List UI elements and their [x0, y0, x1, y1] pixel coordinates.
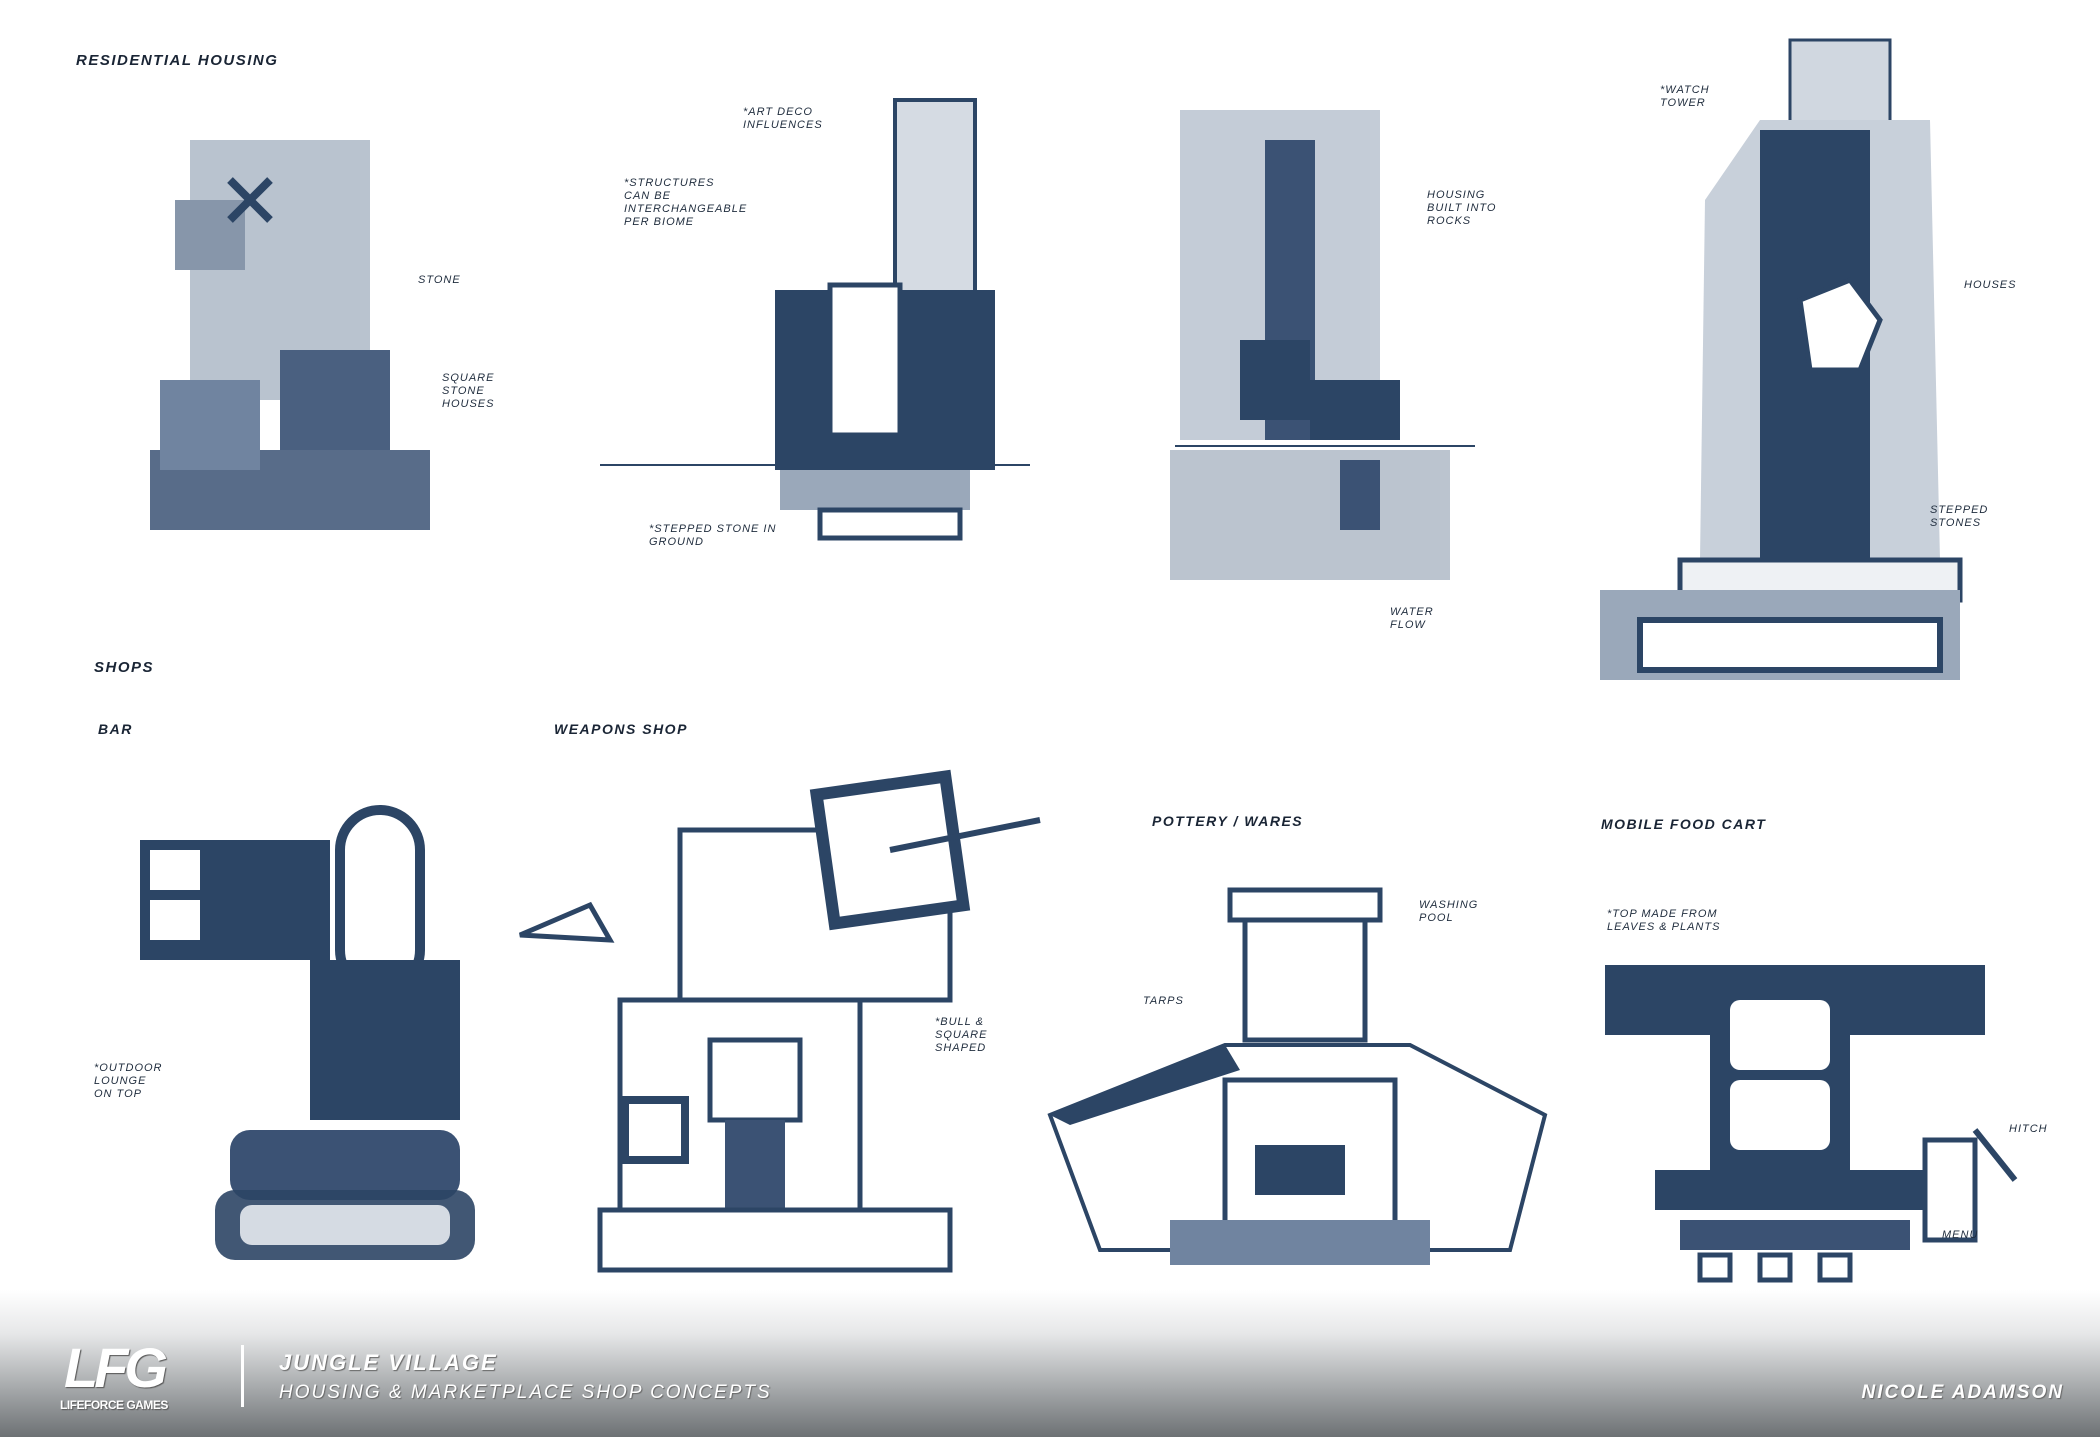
note-art-deco: *ART DECO INFLUENCES: [743, 106, 823, 131]
sketch-weapons-shop: [519, 769, 1041, 1273]
sketch-pottery-shop: [1047, 887, 1548, 1265]
note-houses: HOUSES: [1964, 279, 2017, 291]
note-washing-pool: WASHING POOL: [1419, 899, 1479, 924]
note-water-flow: WATER FLOW: [1390, 606, 1434, 631]
note-tarps: TARPS: [1143, 995, 1184, 1007]
note-stepped-stone: *STEPPED STONE IN GROUND: [649, 523, 777, 548]
footer-artist: NICOLE ADAMSON: [1861, 1382, 2064, 1403]
note-square-stone-houses: SQUARE STONE HOUSES: [442, 372, 495, 410]
note-outdoor-lounge: *OUTDOOR LOUNGE ON TOP: [94, 1062, 163, 1100]
lifeforce-games-logo: LFG LIFEFORCE GAMES: [60, 1340, 220, 1415]
heading-residential-housing: RESIDENTIAL HOUSING: [76, 52, 279, 69]
sketch-food-cart: [1605, 965, 2018, 1283]
logo-mark: LFG: [64, 1336, 168, 1399]
heading-pottery-wares: POTTERY / WARES: [1152, 813, 1304, 829]
heading-bar: BAR: [98, 721, 133, 737]
footer-bar: [0, 1290, 2100, 1437]
note-menu: MENU: [1942, 1229, 1979, 1241]
footer-subtitle: HOUSING & MARKETPLACE SHOP CONCEPTS: [279, 1382, 772, 1403]
footer-divider: [241, 1345, 244, 1407]
note-stone: STONE: [418, 274, 461, 286]
sketch-art-deco-house: [600, 98, 1030, 541]
logo-text: LIFEFORCE GAMES: [60, 1398, 168, 1412]
note-bull-square: *BULL & SQUARE SHAPED: [935, 1016, 988, 1054]
sketch-bar: [140, 805, 475, 1260]
note-stepped-stones: STEPPED STONES: [1930, 504, 1989, 529]
note-top-leaves: *TOP MADE FROM LEAVES & PLANTS: [1607, 908, 1721, 933]
heading-shops: SHOPS: [94, 659, 155, 676]
sketch-watch-tower: [1600, 38, 1963, 680]
note-structures: *STRUCTURES CAN BE INTERCHANGEABLE PER B…: [624, 177, 748, 228]
sketch-rock-housing: [1170, 110, 1475, 580]
note-built-into-rocks: HOUSING BUILT INTO ROCKS: [1427, 189, 1497, 227]
note-watch-tower: *WATCH TOWER: [1660, 84, 1710, 109]
footer-title: JUNGLE VILLAGE: [279, 1350, 498, 1375]
note-hitch: HITCH: [2009, 1123, 2048, 1135]
heading-weapons-shop: WEAPONS SHOP: [554, 721, 688, 737]
sketch-stone-house: [150, 140, 430, 530]
heading-mobile-food-cart: MOBILE FOOD CART: [1601, 816, 1767, 832]
